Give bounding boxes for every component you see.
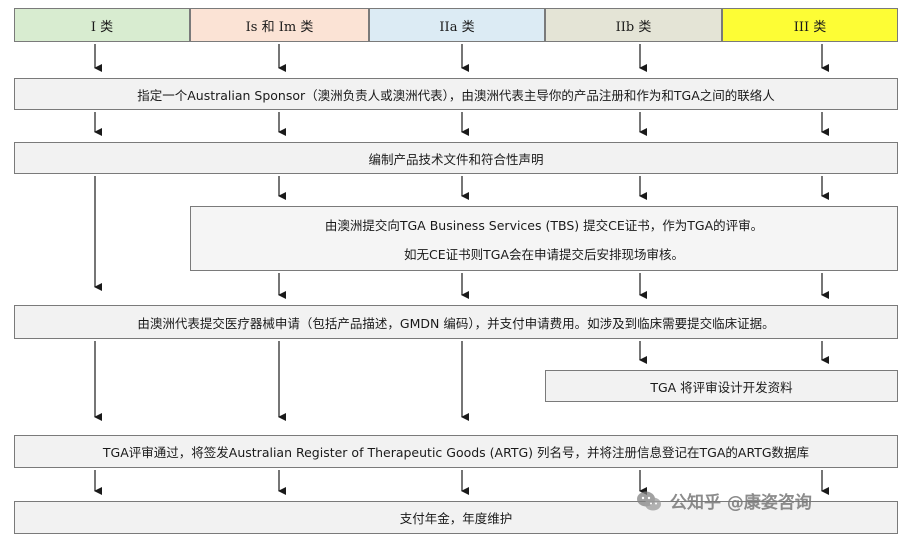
step-text: TGA评审通过，将签发Australian Register of Therap… [102, 445, 810, 460]
step-device-application: 由澳洲代表提交医疗器械申请（包括产品描述，GMDN 编码），并支付申请费用。如涉… [14, 305, 898, 339]
step-text: 指定一个Australian Sponsor（澳洲负责人或澳洲代表），由澳洲代表… [137, 87, 775, 103]
step-text-line1: 由澳洲提交向TGA Business Services (TBS) 提交CE证书… [324, 217, 764, 233]
header-label: IIa 类 [439, 19, 475, 35]
header-label: I 类 [90, 19, 114, 35]
header-label: III 类 [793, 19, 827, 35]
step-appoint-sponsor: 指定一个Australian Sponsor（澳洲负责人或澳洲代表），由澳洲代表… [14, 78, 898, 110]
step-text-line2: 如无CE证书则TGA会在申请提交后安排现场审核。 [404, 246, 684, 262]
header-class-iii: III 类 [722, 8, 898, 42]
header-class-iib: IIb 类 [545, 8, 722, 42]
step-design-review: TGA 将评审设计开发资料 [545, 370, 898, 402]
step-text: 编制产品技术文件和符合性声明 [368, 151, 544, 167]
step-text: 支付年金，年度维护 [399, 511, 513, 526]
step-artg-listing: TGA评审通过，将签发Australian Register of Therap… [14, 435, 898, 468]
watermark-text: 公知乎 @康姿咨询 [670, 493, 812, 513]
header-class-i: I 类 [14, 8, 190, 42]
header-label: IIb 类 [615, 19, 652, 35]
step-text: 由澳洲代表提交医疗器械申请（包括产品描述，GMDN 编码），并支付申请费用。如涉… [137, 315, 775, 331]
step-tbs-submission: 由澳洲提交向TGA Business Services (TBS) 提交CE证书… [190, 206, 898, 271]
wechat-icon [637, 491, 661, 510]
header-label: Is 和 Im 类 [245, 19, 314, 35]
header-class-is-im: Is 和 Im 类 [190, 8, 369, 42]
step-annual-maintenance: 支付年金，年度维护 [14, 501, 898, 534]
step-text: TGA 将评审设计开发资料 [650, 379, 793, 395]
step-technical-file: 编制产品技术文件和符合性声明 [14, 142, 898, 174]
watermark: 公知乎 @康姿咨询 [636, 488, 812, 513]
header-class-iia: IIa 类 [369, 8, 545, 42]
